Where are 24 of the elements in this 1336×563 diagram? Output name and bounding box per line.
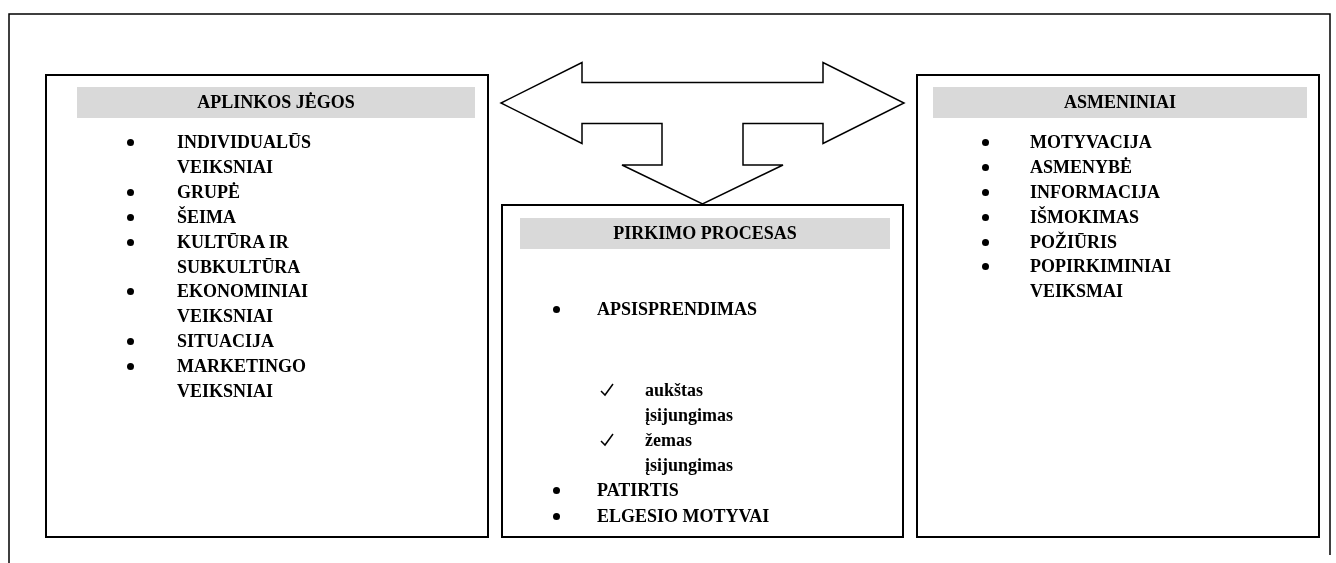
category-box bbox=[501, 204, 904, 538]
section-heading: ASMENINIAI bbox=[933, 87, 1307, 118]
list-item-text: POPIRKIMINIAI VEIKSMAI bbox=[1030, 255, 1172, 303]
list-item-text: PATIRTIS bbox=[597, 479, 680, 502]
section-heading: PIRKIMO PROCESAS bbox=[520, 218, 890, 249]
section-heading: APLINKOS JĖGOS bbox=[77, 87, 475, 118]
list-item-text: KULTŪRA IR SUBKULTŪRA bbox=[177, 231, 302, 279]
list-item-text: ŠEIMA bbox=[177, 205, 237, 229]
list-item-text: MOTYVACIJA bbox=[1030, 131, 1153, 154]
list-item-text: POŽIŪRIS bbox=[1030, 230, 1119, 254]
sub-item-text: žemas įsijungimas bbox=[645, 429, 735, 477]
block-arrow bbox=[499, 61, 906, 205]
list-item-text: EKONOMINIAI VEIKSNIAI bbox=[177, 280, 309, 328]
list-item-text: INDIVIDUALŪS VEIKSNIAI bbox=[177, 131, 313, 179]
list-item-text: APSISPRENDIMAS bbox=[597, 298, 759, 321]
list-item-text: SITUACIJA bbox=[177, 330, 276, 353]
list-item-text: GRUPĖ bbox=[177, 181, 241, 204]
category-box bbox=[45, 74, 489, 538]
list-item-text: MARKETINGO VEIKSNIAI bbox=[177, 355, 307, 403]
category-box bbox=[916, 74, 1320, 538]
list-item-text: IŠMOKIMAS bbox=[1030, 205, 1140, 229]
list-item-text: INFORMACIJA bbox=[1030, 181, 1161, 204]
list-item-text: ASMENYBĖ bbox=[1030, 156, 1133, 179]
list-item-text: ELGESIO MOTYVAI bbox=[597, 505, 771, 528]
